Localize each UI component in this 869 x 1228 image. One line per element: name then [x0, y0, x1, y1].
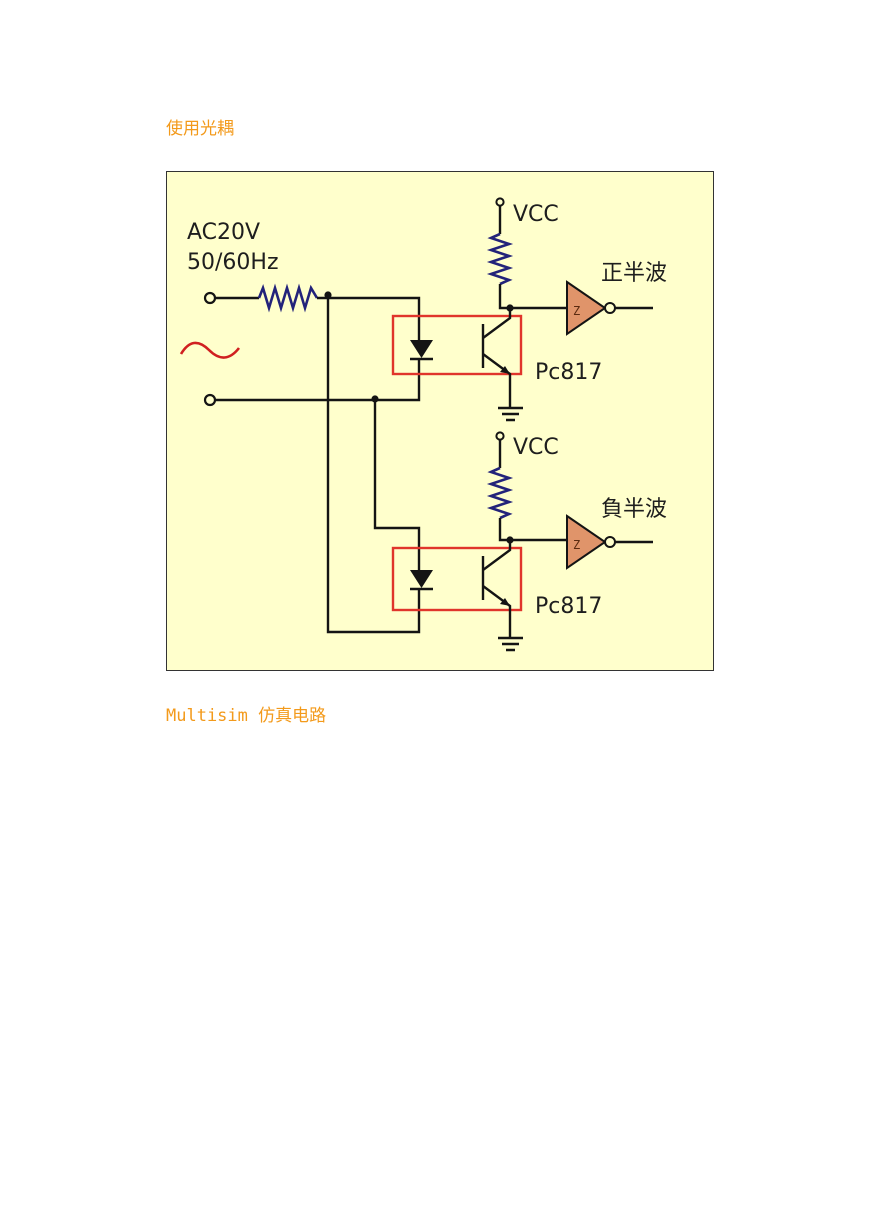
output-positive-label: 正半波 — [601, 261, 667, 286]
inverter-bottom-bubble — [604, 536, 616, 548]
vcc-top-label: VCC — [513, 202, 559, 227]
optocoupler-bottom-box — [391, 546, 523, 612]
led-top-icon — [410, 340, 433, 358]
transistor-bottom-emitter — [482, 585, 512, 638]
input-resistor — [257, 283, 319, 313]
vcc-top-terminal — [495, 197, 505, 207]
schmitt-inverter-bottom-icon — [566, 514, 607, 570]
schmitt-inverter-top-icon — [566, 280, 607, 336]
optocoupler-circuit-diagram: AC20V 50/60Hz VCC — [166, 171, 714, 671]
schmitt-symbol-bottom: Z — [573, 538, 580, 552]
inverter-top-bubble — [604, 302, 616, 314]
ac-sine-symbol — [179, 341, 241, 359]
transistor-bottom-collector — [482, 540, 512, 571]
heading-multisim-simulation: Multisim 仿真电路 — [166, 706, 327, 726]
ac-terminal-top — [203, 291, 217, 305]
part-top-label: Pc817 — [535, 360, 602, 385]
vcc-bottom-label: VCC — [513, 435, 559, 460]
heading-use-optocoupler: 使用光耦 — [166, 119, 234, 139]
ground-bottom-icon — [498, 636, 523, 652]
pullup-resistor-top — [486, 232, 514, 286]
optocoupler-top-box — [391, 314, 523, 376]
source-frequency-label: 50/60Hz — [187, 250, 279, 275]
vcc-bottom-terminal — [495, 431, 505, 441]
collector-bottom-wire — [498, 518, 510, 542]
left-rail-wire — [326, 295, 421, 634]
junction-dot — [371, 395, 379, 403]
part-bottom-label: Pc817 — [535, 594, 602, 619]
transistor-top-collector — [482, 308, 512, 339]
source-voltage-label: AC20V — [187, 220, 260, 245]
ground-top-icon — [498, 406, 523, 422]
transistor-top-arrow-icon — [500, 366, 510, 374]
pullup-resistor-bottom — [486, 466, 514, 520]
ac-terminal-bottom — [203, 393, 217, 407]
schmitt-symbol-top: Z — [573, 304, 580, 318]
transistor-top-emitter — [482, 353, 512, 408]
led-bottom-icon — [410, 570, 433, 588]
collector-top-wire — [498, 284, 510, 310]
output-negative-label: 負半波 — [601, 497, 667, 522]
transistor-bottom-arrow-icon — [500, 598, 510, 606]
input-wire-bottom — [215, 370, 421, 402]
cross-wire — [373, 399, 421, 558]
top-rail-wire — [317, 296, 421, 332]
circuit-svg: AC20V 50/60Hz VCC — [179, 197, 667, 652]
